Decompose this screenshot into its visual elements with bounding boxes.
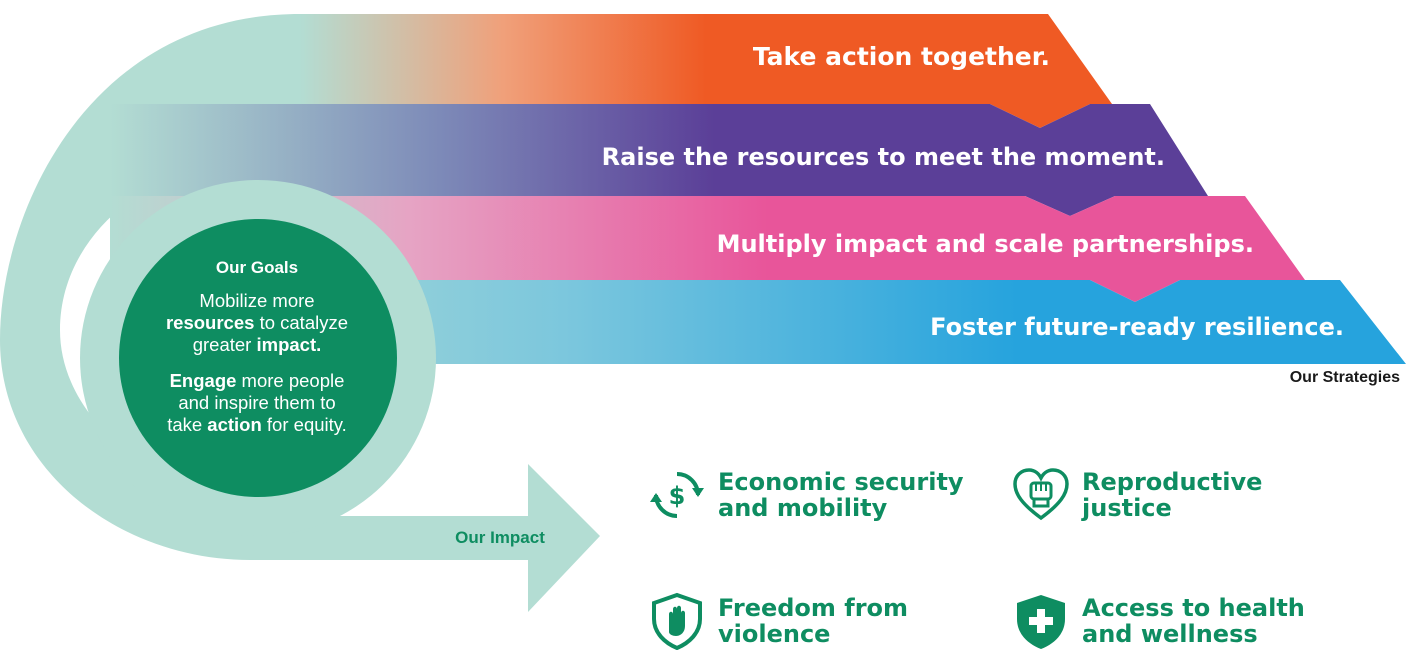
band-raise-resources bbox=[110, 104, 1208, 216]
dollar-cycle-icon: $ bbox=[650, 472, 704, 518]
shield-cross-icon bbox=[1017, 595, 1065, 649]
impact-text-access-to-health: Access to health and wellness bbox=[1082, 594, 1305, 648]
goals-text: Our Goals Mobilize more resources to cat… bbox=[128, 258, 386, 436]
goals-paragraph-2: Engage more people and inspire them to t… bbox=[167, 370, 347, 435]
impact-text-reproductive-justice: Reproductive justice bbox=[1082, 468, 1263, 522]
goals-circle bbox=[119, 219, 397, 497]
strategy-label-multiply-impact: Multiply impact and scale partnerships. bbox=[716, 230, 1254, 258]
impact-freedom-from-violence: Freedom from violence bbox=[648, 592, 908, 650]
impact-text-freedom-from-violence: Freedom from violence bbox=[718, 594, 909, 648]
impact-text-economic-security: Economic security and mobility bbox=[718, 468, 964, 522]
goals-paragraph-1: Mobilize more resources to catalyze grea… bbox=[165, 290, 349, 355]
impact-reproductive-justice: Reproductive justice bbox=[1012, 466, 1262, 524]
our-strategies-label: Our Strategies bbox=[1289, 369, 1400, 386]
impact-economic-security: $ Economic security and mobility bbox=[648, 466, 964, 524]
svg-text:$: $ bbox=[669, 482, 686, 510]
impact-access-to-health: Access to health and wellness bbox=[1012, 592, 1305, 650]
strategy-label-raise-resources: Raise the resources to meet the moment. bbox=[601, 143, 1165, 171]
goals-title: Our Goals bbox=[215, 258, 299, 277]
band-take-action bbox=[300, 14, 1112, 128]
heart-fist-icon bbox=[1013, 468, 1069, 521]
our-impact-label: Our Impact bbox=[455, 528, 545, 547]
strategy-label-foster-resilience: Foster future-ready resilience. bbox=[930, 313, 1344, 341]
strategy-label-take-action: Take action together. bbox=[752, 42, 1050, 71]
shield-hand-icon bbox=[652, 592, 702, 650]
